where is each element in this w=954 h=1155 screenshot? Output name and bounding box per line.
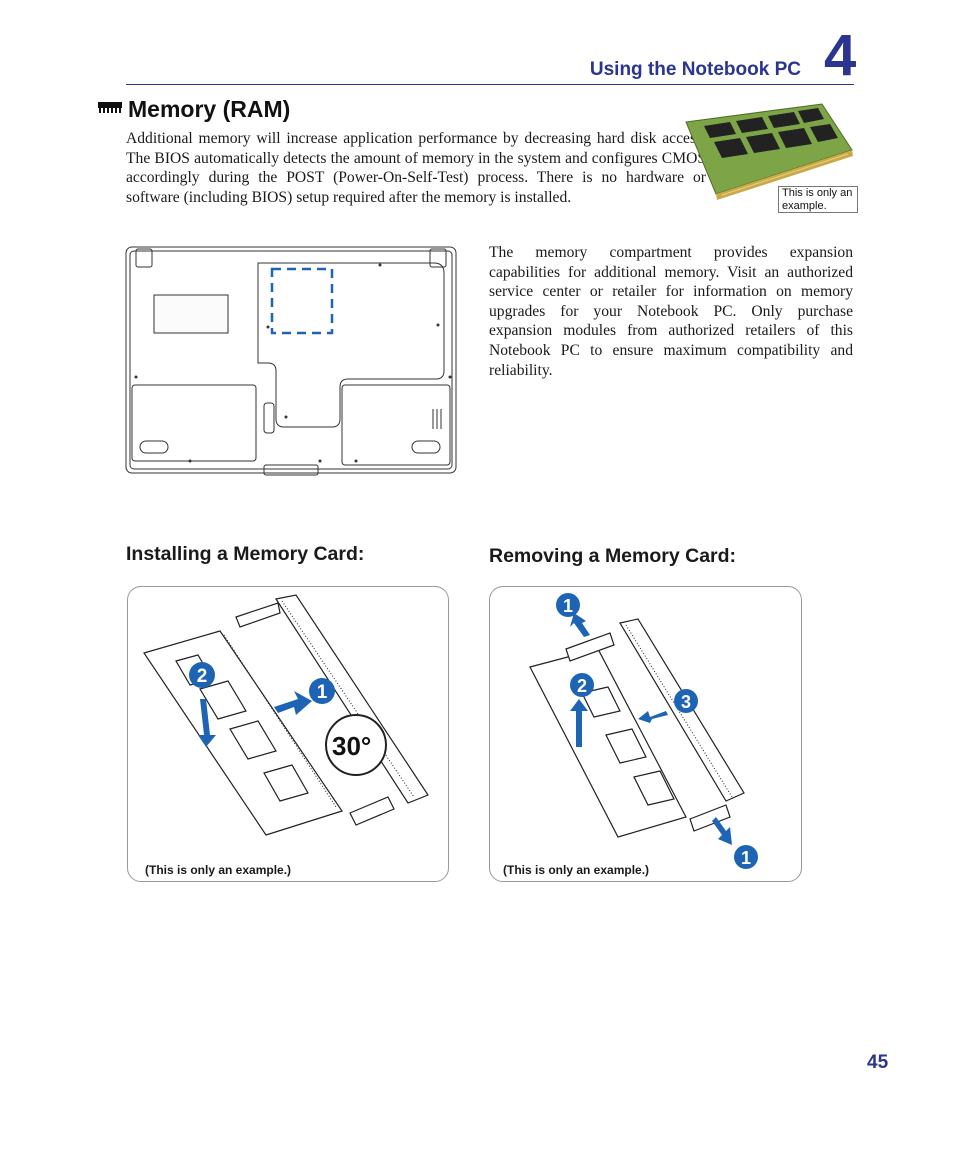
running-header-title: Using the Notebook PC <box>589 59 801 80</box>
memory-chip-icon <box>98 102 122 113</box>
remove-diagram: 1 2 3 1 <box>529 593 758 869</box>
remove-step-2-label: 2 <box>577 676 587 696</box>
install-step-2-label: 2 <box>197 666 208 687</box>
chapter-number: 4 <box>824 23 857 88</box>
section-title: Memory (RAM) <box>128 96 291 122</box>
ram-module-image <box>685 103 853 200</box>
photo-example-note: This is only an example. <box>778 186 858 213</box>
remove-example-note: (This is only an example.) <box>503 863 650 877</box>
intro-paragraph: Additional memory will increase applicat… <box>126 130 706 206</box>
remove-figure: 1 2 3 1 (This is only an example.) <box>489 586 802 882</box>
install-diagram: 30° 1 2 <box>143 594 429 836</box>
remove-heading: Removing a Memory Card: <box>489 545 737 567</box>
notebook-bottom-view <box>125 246 457 476</box>
install-example-note: (This is only an example.) <box>145 863 292 877</box>
remove-step-3-label: 3 <box>681 692 691 712</box>
install-heading: Installing a Memory Card: <box>126 543 365 565</box>
remove-step-1-top-label: 1 <box>563 596 573 616</box>
angle-label: 30° <box>332 731 371 761</box>
remove-step-1-bottom-label: 1 <box>741 848 751 868</box>
page-number: 45 <box>867 1052 889 1073</box>
compartment-paragraph: The memory compartment provides expansio… <box>489 244 853 379</box>
install-step-1-label: 1 <box>317 682 328 703</box>
install-figure: 30° 1 2 (This is only an example.) <box>127 586 449 882</box>
header-rule <box>126 84 854 85</box>
